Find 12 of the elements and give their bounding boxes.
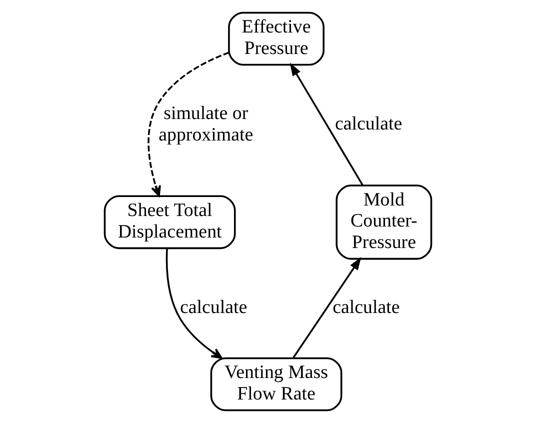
arrow	[292, 256, 362, 358]
node-box: Mold Counter-Pressure	[336, 184, 432, 260]
arrow	[148, 52, 230, 197]
node-box: Venting Mass Flow Rate	[210, 357, 342, 412]
edge-label: calculate	[180, 297, 248, 318]
node-box: Sheet Total Displacement	[104, 195, 236, 250]
arrow	[290, 62, 364, 186]
node-box: Effective Pressure	[228, 12, 324, 66]
arrow	[166, 248, 222, 359]
edge-label: calculate	[332, 297, 400, 318]
edge-label: simulate or approximate	[158, 102, 254, 146]
edge-label: calculate	[334, 114, 402, 135]
